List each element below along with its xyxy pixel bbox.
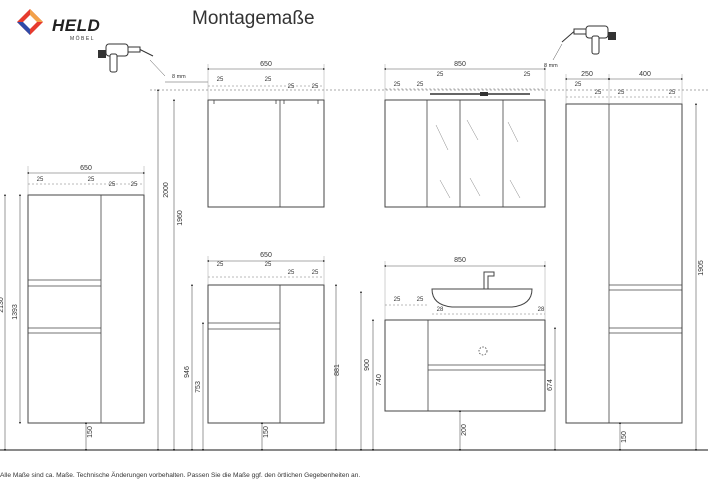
left-tall-inner-label: 1393 <box>12 304 19 320</box>
base-left-sub-2: 25 <box>288 270 295 276</box>
left-tall-sub-0: 25 <box>37 177 44 183</box>
drill-note-left: 8 mm <box>172 74 186 80</box>
right-tall-sub-3: 25 <box>669 90 676 96</box>
mirror-sub-2: 25 <box>437 72 444 78</box>
vanity-h3-label: 674 <box>547 379 554 391</box>
vanity-sub-1: 25 <box>417 297 424 303</box>
base-left-sub-0: 25 <box>217 262 224 268</box>
mirror-width-label: 850 <box>454 61 466 68</box>
mirror-sub-1: 25 <box>417 82 424 88</box>
mirror-sub-0: 25 <box>394 82 401 88</box>
wall-left-height-label: 1960 <box>177 210 184 226</box>
vanity-width-label: 850 <box>454 257 466 264</box>
base-left-sub-1: 25 <box>265 262 272 268</box>
base-left-sub-3: 25 <box>312 270 319 276</box>
right-tall-height-label: 1905 <box>698 260 705 276</box>
wall-left-width-label: 650 <box>260 61 272 68</box>
footer-disclaimer: Alle Maße sind ca. Maße. Technische Ände… <box>0 472 361 479</box>
base-left-h2-label: 753 <box>195 381 202 393</box>
right-tall-sub-2: 25 <box>618 90 625 96</box>
left-tall-sub-1: 25 <box>88 177 95 183</box>
left-tall-sub-2: 25 <box>109 182 116 188</box>
base-cabinet-left <box>207 284 325 452</box>
drill-note-right: 8 mm <box>544 63 558 69</box>
wall-cabinet-left <box>207 99 325 208</box>
left-tall-foot-label: 150 <box>87 426 94 438</box>
drill-icon-left <box>98 43 154 73</box>
mirror-sub-3: 25 <box>524 72 531 78</box>
wall-left-sub-0: 25 <box>217 77 224 83</box>
wall-total-height-label: 2000 <box>163 182 170 198</box>
right-tall-cabinet <box>565 103 683 452</box>
sink-basin <box>431 288 533 308</box>
vanity-sub-0: 25 <box>394 297 401 303</box>
drain-icon <box>478 346 488 356</box>
right-tall-sub-1: 25 <box>595 90 602 96</box>
vanity-sub-3: 28 <box>538 307 545 313</box>
vanity-unit <box>384 271 546 452</box>
wall-left-sub-3: 25 <box>312 84 319 90</box>
left-tall-cabinet <box>27 194 145 452</box>
brand-subtitle: MÖBEL <box>70 36 96 42</box>
base-left-h3-label: 881 <box>334 364 341 376</box>
base-left-foot-label: 150 <box>263 426 270 438</box>
drill-icon-right <box>561 25 616 55</box>
held-diamond-icon <box>17 9 43 35</box>
vanity-h2-label: 740 <box>376 374 383 386</box>
mirror-cabinet <box>384 92 546 208</box>
page-title: Montagemaße <box>192 8 315 29</box>
base-left-h1-label: 946 <box>184 366 191 378</box>
right-tall-sub-0: 25 <box>575 82 582 88</box>
held-logo: HELD MÖBEL <box>14 6 100 44</box>
wall-left-sub-1: 25 <box>265 77 272 83</box>
left-tall-sub-3: 25 <box>131 182 138 188</box>
faucet-icon <box>483 271 495 289</box>
vanity-foot-label: 200 <box>461 424 468 436</box>
left-tall-height-label: 2130 <box>0 297 5 313</box>
left-tall-width-label: 650 <box>80 165 92 172</box>
wall-left-sub-2: 25 <box>288 84 295 90</box>
right-tall-w1-label: 250 <box>581 71 593 78</box>
right-tall-foot-label: 150 <box>621 431 628 443</box>
right-tall-w2-label: 400 <box>639 71 651 78</box>
base-left-width-label: 650 <box>260 252 272 259</box>
vanity-h1-label: 900 <box>364 359 371 371</box>
brand-name: HELD <box>52 16 101 35</box>
vanity-sub-2: 28 <box>437 307 444 313</box>
